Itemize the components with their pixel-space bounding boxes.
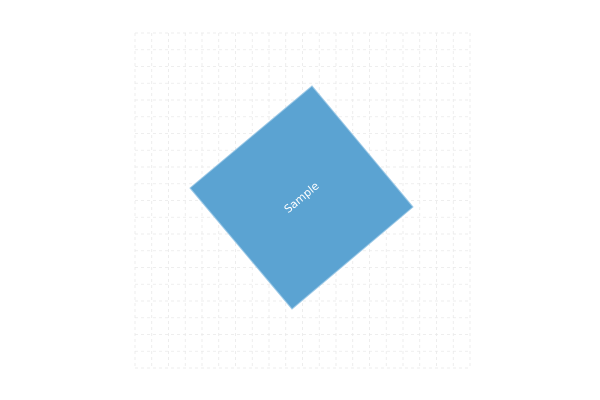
background-grid: [134, 32, 471, 369]
sample-square-group[interactable]: Sample: [189, 85, 414, 310]
sample-square-shape[interactable]: [189, 85, 414, 310]
